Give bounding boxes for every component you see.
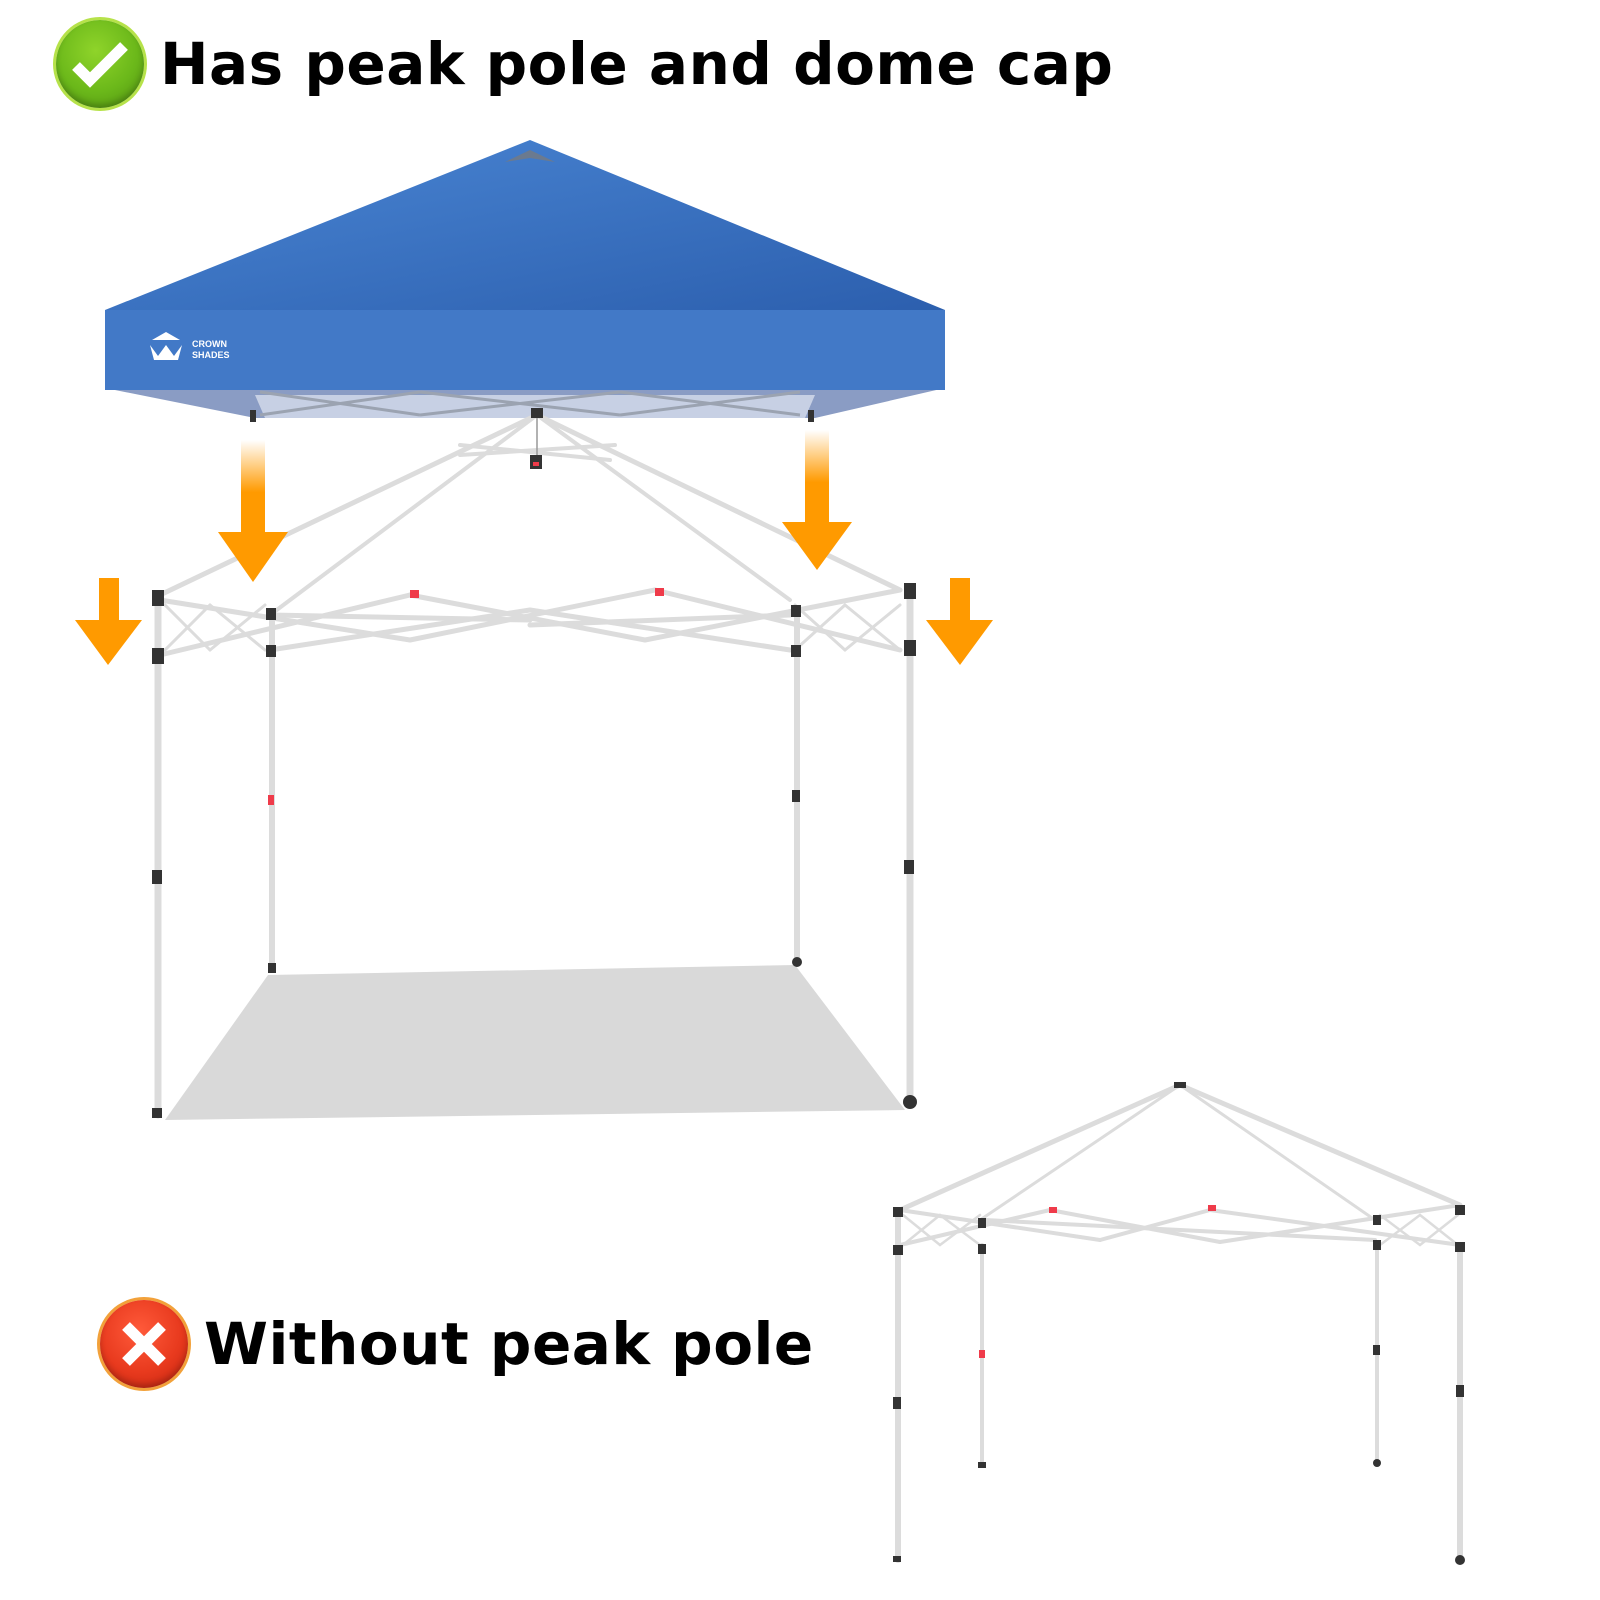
heading-has-peak-pole: Has peak pole and dome cap [56,20,1113,108]
svg-text:SHADES: SHADES [192,350,230,360]
crown-shades-logo: CROWN SHADES [150,332,230,360]
frame-joints [893,1082,1465,1565]
svg-text:CROWN: CROWN [192,339,227,349]
down-arrow-icon [75,578,142,665]
heading-without-peak-pole: Without peak pole [100,1300,814,1388]
tent-frame-with-peak-pole [154,412,914,1119]
floor-shadow [165,965,905,1120]
red-lock-tabs [268,462,664,805]
down-arrow-icon [926,578,993,665]
canopy: CROWN SHADES [105,140,945,422]
heading-label: Has peak pole and dome cap [160,30,1114,98]
heading-label: Without peak pole [204,1310,814,1378]
x-circle-icon [100,1300,188,1388]
red-lock-tabs [979,1205,1216,1358]
down-arrow-icon [218,440,288,582]
check-circle-icon [56,20,144,108]
frame-joints [152,408,917,1118]
down-arrow-icon [782,430,852,570]
tent-frame-without-peak-pole [895,1082,1463,1563]
